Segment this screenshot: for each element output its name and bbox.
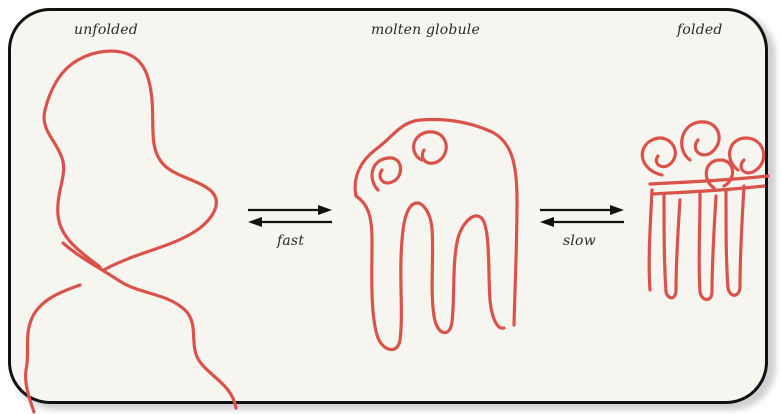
unfolded-chain-upper — [44, 51, 216, 270]
molten-globule-chain — [355, 120, 517, 350]
unfolded-chain-cross — [63, 243, 236, 408]
unfolded-chain — [26, 51, 236, 412]
folded-chain — [642, 122, 768, 300]
arrows-slow — [540, 205, 624, 227]
arrows-fast — [248, 205, 332, 227]
unfolded-chain-lower — [26, 285, 80, 412]
